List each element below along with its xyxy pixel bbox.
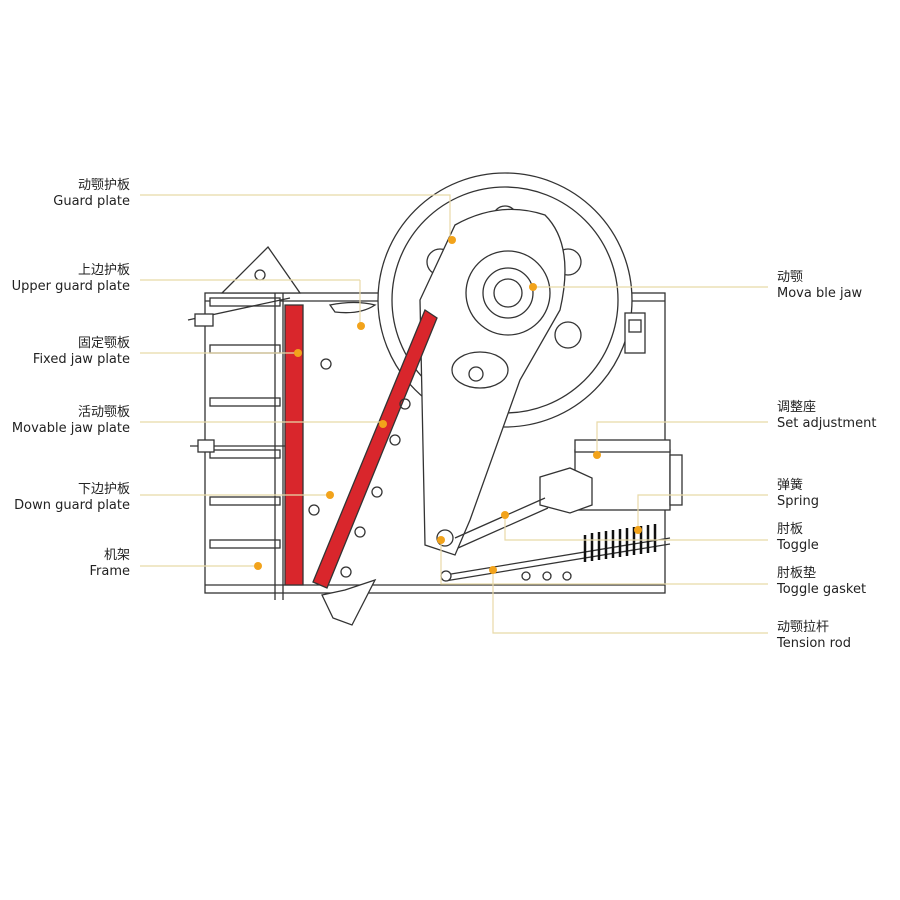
label-toggle-zh: 肘板	[777, 522, 804, 537]
label-spring: 弹簧 Spring	[777, 478, 819, 510]
label-frame-en: Frame	[89, 564, 130, 579]
label-down-guard-plate-zh: 下边护板	[77, 482, 130, 497]
label-set-adjustment-zh: 调整座	[777, 400, 817, 415]
fixed-jaw-plate-shape	[284, 304, 304, 586]
label-upper-guard-plate-en: Upper guard plate	[11, 279, 130, 294]
label-frame: 机架 Frame	[89, 548, 130, 580]
leader-set-adjustment	[596, 421, 768, 455]
frame-ribs	[209, 293, 284, 600]
label-movable-jaw-zh: 动颚	[777, 270, 804, 285]
label-fixed-jaw-plate-zh: 固定颚板	[77, 336, 130, 351]
marker-down-guard-plate	[326, 491, 334, 499]
machine-drawing	[187, 172, 683, 626]
marker-toggle-gasket	[437, 536, 445, 544]
jaw-tip	[321, 578, 377, 626]
label-spring-en: Spring	[777, 494, 819, 509]
label-movable-jaw-plate-zh: 活动颚板	[77, 405, 130, 420]
marker-frame	[254, 562, 262, 570]
marker-movable-jaw-plate	[379, 420, 387, 428]
leader-guard-plate	[140, 194, 451, 240]
label-fixed-jaw-plate-en: Fixed jaw plate	[32, 352, 130, 367]
marker-movable-jaw	[529, 283, 537, 291]
label-set-adjustment: 调整座 Set adjustment	[777, 400, 876, 432]
label-guard-plate-zh: 动颚护板	[77, 178, 130, 193]
label-guard-plate-en: Guard plate	[53, 194, 130, 209]
jaw-bolts	[308, 358, 411, 578]
tension-rod-line	[444, 537, 671, 576]
label-tension-rod-en: Tension rod	[777, 636, 851, 651]
left-bolts	[187, 297, 291, 453]
leader-tension-rod	[492, 570, 768, 634]
label-movable-jaw: 动颚 Mova ble jaw	[777, 270, 862, 302]
label-movable-jaw-plate-en: Movable jaw plate	[11, 421, 130, 436]
leader-toggle-gasket	[440, 540, 768, 585]
toggle-line-1	[454, 497, 546, 539]
marker-guard-plate	[448, 236, 456, 244]
label-down-guard-plate: 下边护板 Down guard plate	[14, 482, 130, 514]
label-toggle-gasket: 肘板垫 Toggle gasket	[777, 566, 866, 598]
label-upper-guard-plate: 上边护板 Upper guard plate	[12, 263, 130, 295]
label-frame-zh: 机架	[103, 548, 130, 563]
label-movable-jaw-en: Mova ble jaw	[777, 286, 863, 301]
label-movable-jaw-plate: 活动颚板 Movable jaw plate	[12, 405, 130, 437]
marker-set-adjustment	[593, 451, 601, 459]
label-fixed-jaw-plate: 固定颚板 Fixed jaw plate	[33, 336, 130, 368]
marker-spring	[634, 526, 642, 534]
label-toggle-gasket-zh: 肘板垫	[777, 566, 817, 581]
marker-upper-guard-plate	[357, 322, 365, 330]
label-guard-plate: 动颚护板 Guard plate	[53, 178, 130, 210]
label-toggle: 肘板 Toggle	[777, 522, 819, 554]
label-upper-guard-plate-zh: 上边护板	[77, 263, 130, 278]
label-toggle-en: Toggle	[777, 538, 819, 553]
label-tension-rod: 动颚拉杆 Tension rod	[777, 620, 851, 652]
label-down-guard-plate-en: Down guard plate	[14, 498, 130, 513]
label-tension-rod-zh: 动颚拉杆	[777, 620, 830, 635]
marker-dots	[254, 236, 642, 574]
leader-spring	[637, 494, 768, 530]
movable-jaw-plate-shape	[312, 309, 438, 589]
label-spring-zh: 弹簧	[777, 478, 804, 493]
toggle-line-2	[457, 507, 549, 549]
label-toggle-gasket-en: Toggle gasket	[777, 582, 867, 597]
leader-toggle	[504, 515, 768, 541]
marker-tension-rod	[489, 566, 497, 574]
set-adjustment-block	[539, 439, 683, 514]
leader-lines	[140, 194, 768, 634]
marker-fixed-jaw-plate	[294, 349, 302, 357]
label-set-adjustment-en: Set adjustment	[777, 416, 877, 431]
marker-toggle	[501, 511, 509, 519]
